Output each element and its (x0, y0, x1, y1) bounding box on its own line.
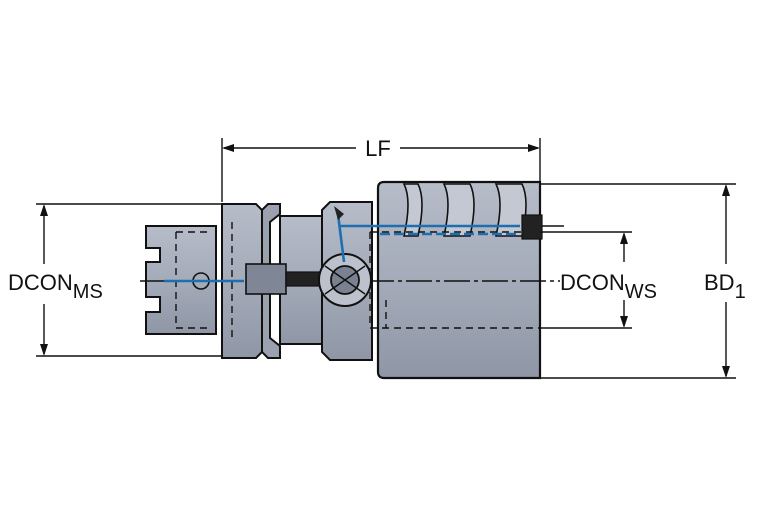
label-bd1: BD1 (704, 270, 746, 303)
clamp-wheel (318, 253, 372, 307)
dimension-lf (221, 138, 541, 202)
coolant-screw (521, 214, 564, 240)
dimension-bd1 (540, 183, 736, 379)
flange-groove (261, 203, 281, 359)
tool-body (140, 180, 564, 380)
dimension-dcon-ws (540, 231, 632, 329)
label-dcon-ms: DCONMS (8, 270, 103, 303)
dimension-dcon-ms (36, 203, 222, 357)
label-lf: LF (365, 136, 391, 161)
knurl-grooves (402, 183, 527, 237)
coolant-channel (164, 213, 520, 283)
internal-screw (192, 263, 323, 295)
label-dcon-ws: DCONWS (560, 270, 657, 303)
